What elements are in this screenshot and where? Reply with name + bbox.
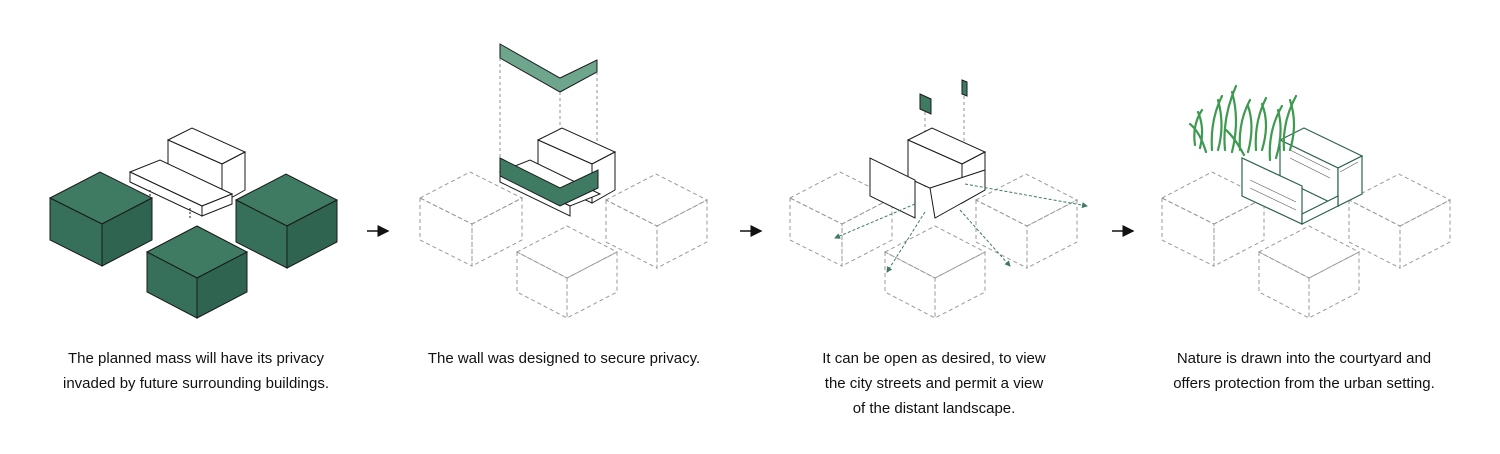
caption-line: The wall was designed to secure privacy. xyxy=(427,350,701,367)
caption-line: of the distant landscape. xyxy=(852,400,1016,417)
caption-step-4: Nature is drawn into the courtyard and o… xyxy=(1124,346,1484,396)
caption-line: the city streets and permit a view xyxy=(824,375,1044,392)
caption-step-3: It can be open as desired, to view the c… xyxy=(754,346,1114,421)
panel-4-illustration xyxy=(1160,84,1452,319)
panel-2-illustration xyxy=(418,43,709,319)
caption-line: Nature is drawn into the courtyard and xyxy=(1176,350,1432,367)
caption-step-1: The planned mass will have its privacy i… xyxy=(16,346,376,396)
caption-step-2: The wall was designed to secure privacy. xyxy=(384,346,744,371)
panel-1-illustration xyxy=(48,127,339,319)
caption-line: offers protection from the urban setting… xyxy=(1173,375,1435,392)
caption-line: The planned mass will have its privacy xyxy=(68,350,324,367)
panel-3-illustration xyxy=(788,79,1088,319)
caption-line: It can be open as desired, to view xyxy=(822,350,1046,367)
caption-line: invaded by future surrounding buildings. xyxy=(62,375,329,392)
